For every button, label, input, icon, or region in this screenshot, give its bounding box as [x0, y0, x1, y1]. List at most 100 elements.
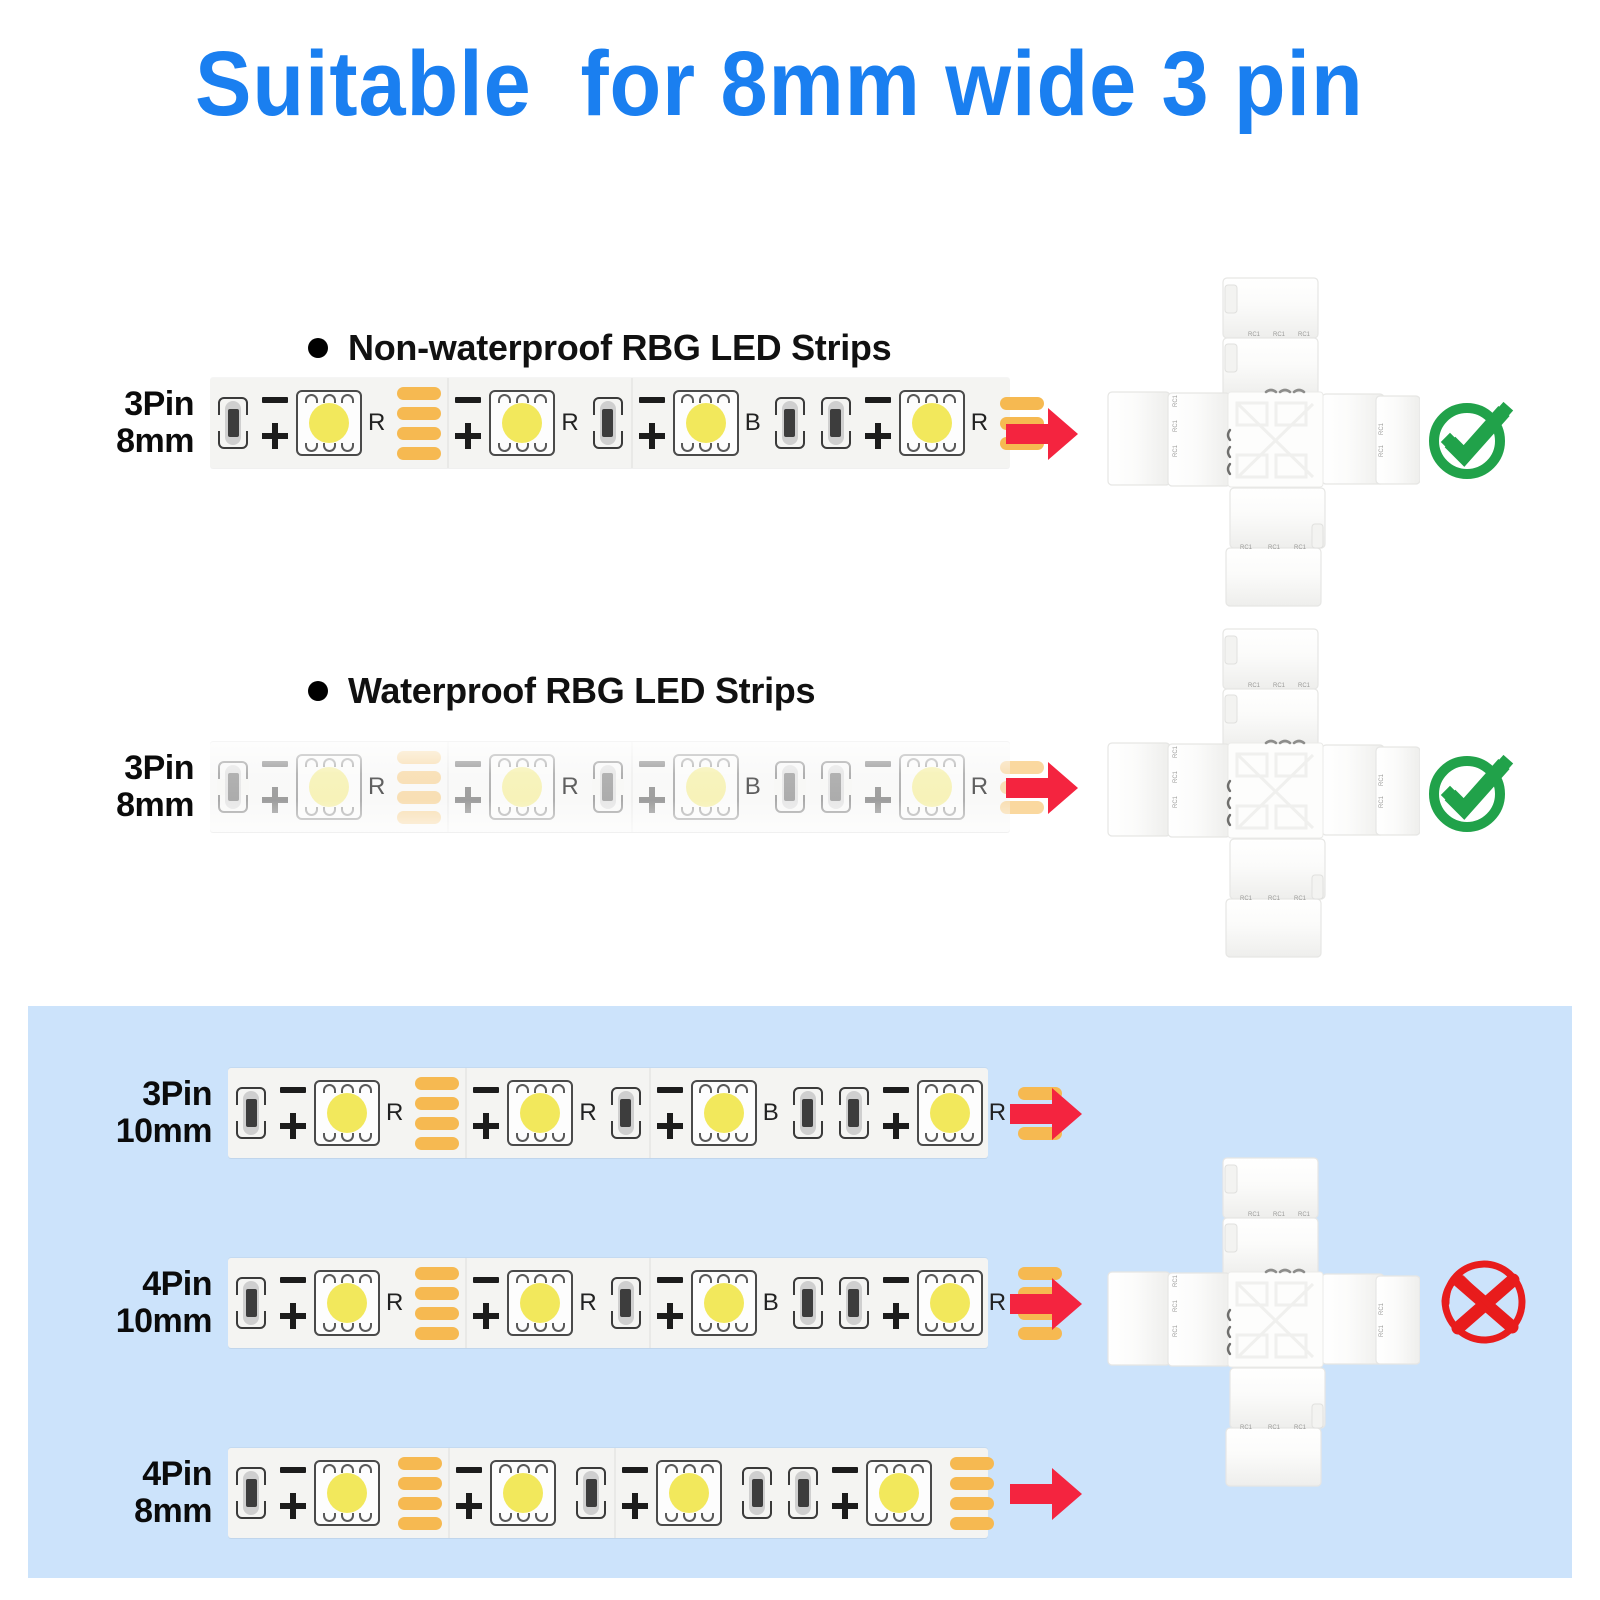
strip-row-4pin-8mm: 4Pin 8mm	[100, 1448, 994, 1538]
led-channel-label: B	[762, 1099, 779, 1126]
red-cross-icon	[1428, 1245, 1540, 1357]
svg-text:RC1: RC1	[1173, 745, 1179, 758]
cut-line	[648, 1258, 651, 1348]
led-chip-icon	[672, 390, 739, 456]
polarity-marks	[861, 386, 895, 460]
resistor-icon	[819, 761, 852, 813]
resistor-icon	[217, 397, 249, 449]
row-label-4pin-10mm: 4Pin 10mm	[115, 1265, 213, 1340]
svg-text:RC1: RC1	[1273, 683, 1286, 689]
red-arrow-icon-1	[1006, 406, 1078, 462]
svg-text:RC1: RC1	[1379, 1324, 1385, 1337]
svg-text:RC1: RC1	[1248, 332, 1261, 338]
resistor-icon	[609, 1087, 642, 1139]
polarity-marks	[276, 1456, 310, 1530]
bullet-icon	[308, 338, 328, 358]
svg-text:RC1: RC1	[1379, 1302, 1385, 1315]
svg-text:RC1: RC1	[1268, 545, 1281, 551]
svg-text:RC1: RC1	[1173, 795, 1179, 808]
copper-pads	[950, 1456, 994, 1530]
led-chip-icon	[314, 1460, 380, 1526]
polarity-marks	[653, 1076, 687, 1150]
svg-text:RC1: RC1	[1173, 444, 1179, 457]
svg-text:RC1: RC1	[1240, 896, 1253, 902]
led-chip-icon	[690, 1270, 757, 1336]
resistor-icon	[591, 761, 624, 813]
cut-line	[614, 1448, 616, 1538]
led-chip-icon	[296, 390, 362, 456]
led-channel-label: R	[561, 773, 579, 800]
svg-text:RC1: RC1	[1173, 419, 1179, 432]
led-channel-label: B	[744, 773, 761, 800]
led-chip-icon	[489, 390, 556, 456]
resistor-icon	[773, 761, 806, 813]
section-heading-non-waterproof: Non-waterproof RBG LED Strips	[308, 327, 892, 369]
led-chip-icon	[866, 1460, 932, 1526]
polarity-marks	[879, 1266, 913, 1340]
cut-line	[465, 1258, 468, 1348]
led-channel-label: R	[368, 773, 386, 800]
led-chip-icon	[916, 1270, 983, 1336]
copper-pads	[415, 1076, 460, 1150]
cut-line	[465, 1068, 468, 1158]
cut-line	[648, 1068, 651, 1158]
cut-line	[448, 1448, 450, 1538]
led-strip-4pin-8mm	[228, 1448, 994, 1538]
resistor-icon	[217, 761, 249, 813]
led-channel-label: R	[988, 1289, 1007, 1316]
red-arrow-icon-5	[1010, 1466, 1082, 1522]
svg-text:RC1: RC1	[1294, 1425, 1307, 1431]
red-arrow-icon-3	[1010, 1086, 1082, 1142]
red-arrow-icon-2	[1006, 760, 1078, 816]
led-chip-icon	[690, 1080, 757, 1146]
led-chip-icon	[898, 754, 965, 820]
svg-text:RC1: RC1	[1248, 1212, 1261, 1218]
polarity-marks	[879, 1076, 913, 1150]
svg-text:RC1: RC1	[1273, 332, 1286, 338]
svg-text:RC1: RC1	[1273, 1212, 1286, 1218]
section-heading-waterproof: Waterproof RBG LED Strips	[308, 670, 815, 712]
led-channel-label: R	[579, 1289, 597, 1316]
resistor-icon	[609, 1277, 642, 1329]
polarity-marks	[828, 1456, 862, 1530]
resistor-icon	[575, 1467, 607, 1519]
resistor-icon	[235, 1087, 267, 1139]
polarity-marks	[258, 386, 292, 460]
svg-text:RC1: RC1	[1294, 896, 1307, 902]
svg-text:RC1: RC1	[1173, 1274, 1179, 1287]
led-channel-label: R	[988, 1099, 1007, 1126]
led-channel-label: R	[561, 409, 579, 436]
svg-text:RC1: RC1	[1379, 444, 1385, 457]
resistor-icon	[741, 1467, 773, 1519]
polarity-marks	[635, 750, 669, 824]
led-channel-label: B	[744, 409, 761, 436]
cut-line	[447, 742, 450, 832]
section-heading-label: Non-waterproof RBG LED Strips	[348, 327, 892, 368]
row-label-3pin-8mm-wp: 3Pin 8mm	[116, 749, 194, 824]
led-channel-label: R	[368, 409, 386, 436]
page-title: Suitable for 8mm wide 3 pin	[195, 33, 1364, 135]
green-check-icon-2	[1424, 746, 1516, 838]
resistor-icon	[235, 1277, 267, 1329]
copper-pads	[397, 750, 442, 824]
row-label-3pin-8mm: 3Pin 8mm	[116, 385, 194, 460]
led-chip-icon	[489, 754, 556, 820]
svg-text:RC1: RC1	[1379, 773, 1385, 786]
polarity-marks	[258, 750, 292, 824]
resistor-icon	[787, 1467, 819, 1519]
cut-line	[630, 742, 633, 832]
svg-text:RC1: RC1	[1268, 896, 1281, 902]
polarity-marks	[452, 1456, 486, 1530]
resistor-icon	[235, 1467, 267, 1519]
led-chip-icon	[314, 1080, 380, 1146]
copper-pads	[415, 1266, 460, 1340]
svg-text:RC1: RC1	[1298, 1212, 1311, 1218]
